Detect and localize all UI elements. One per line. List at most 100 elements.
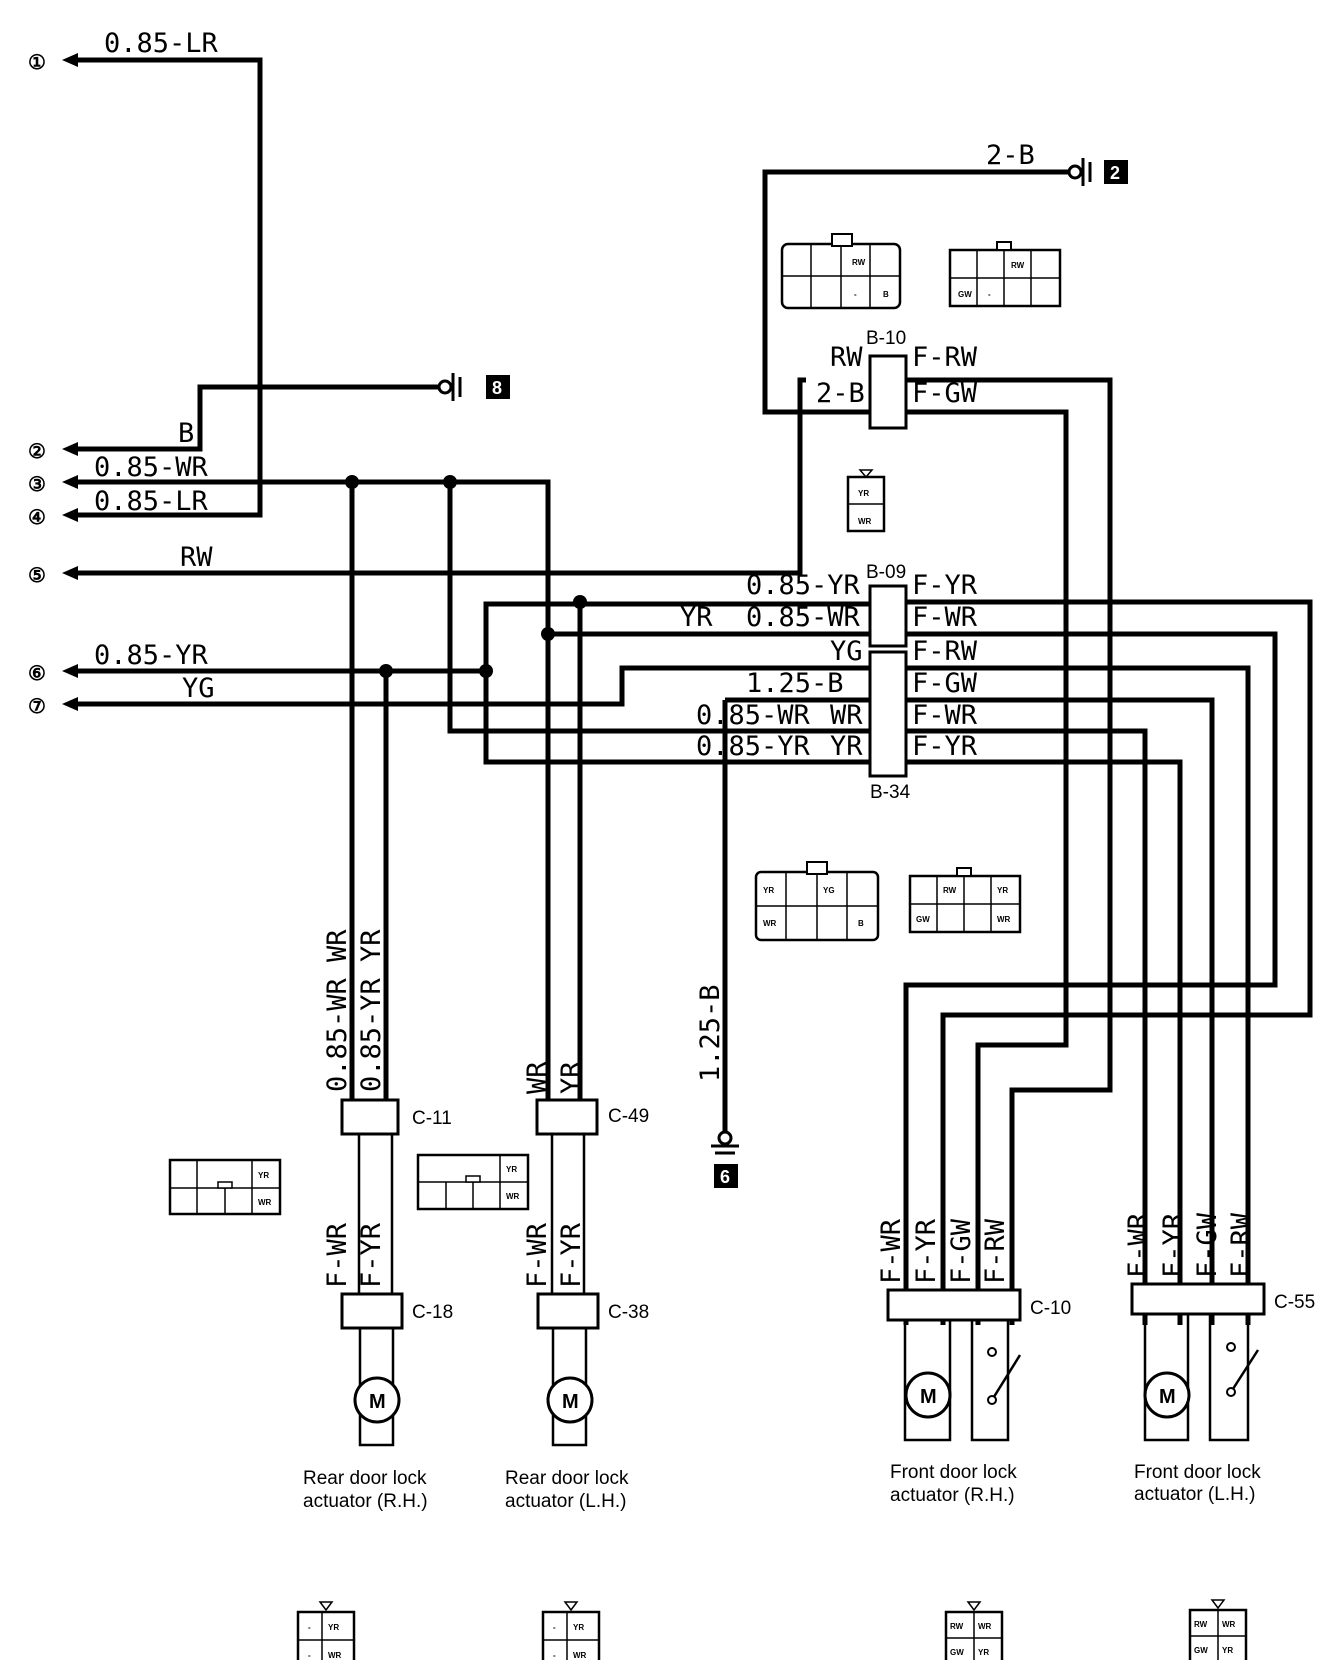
svg-text:-: - xyxy=(553,1651,556,1660)
connector-c11 xyxy=(340,1098,400,1136)
svg-text:RW: RW xyxy=(950,1622,964,1631)
svg-text:Front door lock: Front door lock xyxy=(1134,1462,1261,1483)
svg-text:WR: WR xyxy=(978,1622,992,1631)
svg-text:actuator (R.H.): actuator (R.H.) xyxy=(303,1491,428,1512)
svg-text:YR: YR xyxy=(858,489,869,498)
svg-text:F-YR: F-YR xyxy=(1158,1212,1189,1278)
svg-text:2-B: 2-B xyxy=(986,140,1035,171)
svg-text:WR: WR xyxy=(858,517,872,526)
svg-text:RW: RW xyxy=(830,342,863,373)
motor-letters: M M M M xyxy=(369,1386,1176,1413)
svg-text:RW: RW xyxy=(1194,1620,1208,1629)
svg-text:YR: YR xyxy=(680,602,713,633)
svg-text:-: - xyxy=(308,1651,311,1660)
ground-number-badges: 2 8 6 xyxy=(486,160,1128,1188)
connector-c55 xyxy=(1130,1282,1266,1316)
svg-text:F-RW: F-RW xyxy=(912,636,978,667)
svg-text:YR: YR xyxy=(506,1165,517,1174)
svg-text:M: M xyxy=(920,1386,937,1408)
svg-text:0.85-YR YR: 0.85-YR YR xyxy=(356,929,387,1092)
svg-text:YR: YR xyxy=(328,1623,339,1632)
svg-text:WR: WR xyxy=(328,1651,342,1660)
wire-yg-7 xyxy=(72,665,870,707)
svg-text:F-YR: F-YR xyxy=(912,570,978,601)
svg-text:WR: WR xyxy=(573,1651,587,1660)
connector-c10 xyxy=(886,1288,1022,1322)
pin-labels: RW - B RW GW - YR WR YR YG WR B RW YR GW… xyxy=(258,258,1236,1660)
svg-text:0.85-YR: 0.85-YR xyxy=(94,640,209,671)
svg-text:0.85-LR: 0.85-LR xyxy=(104,28,219,59)
svg-text:Rear door lock: Rear door lock xyxy=(505,1468,629,1489)
motor-symbols xyxy=(353,1371,1191,1424)
svg-text:C-55: C-55 xyxy=(1274,1292,1315,1313)
svg-text:-: - xyxy=(553,1623,556,1632)
svg-text:F-YR: F-YR xyxy=(911,1218,942,1284)
svg-text:0.85-WR: 0.85-WR xyxy=(94,452,209,483)
svg-text:C-11: C-11 xyxy=(412,1108,452,1129)
svg-text:①: ① xyxy=(28,52,46,74)
svg-text:F-YR: F-YR xyxy=(912,731,978,762)
svg-text:C-10: C-10 xyxy=(1030,1298,1071,1319)
svg-text:B: B xyxy=(858,919,864,928)
vertical-wire-labels: 0.85-WR WR 0.85-YR YR WR YR 1.25-B F-WR … xyxy=(322,929,1257,1288)
svg-text:⑤: ⑤ xyxy=(28,565,46,587)
svg-text:GW: GW xyxy=(1194,1646,1208,1655)
front-actuator-bodies xyxy=(903,1314,1260,1442)
svg-text:-: - xyxy=(854,290,857,299)
svg-text:WR: WR xyxy=(506,1192,520,1201)
wire-rw-5 xyxy=(72,377,806,576)
svg-text:0.85-YR: 0.85-YR xyxy=(746,570,861,601)
svg-text:actuator (L.H.): actuator (L.H.) xyxy=(505,1491,626,1512)
top-ground-wire xyxy=(762,158,1092,415)
connector-b10 xyxy=(868,354,908,430)
svg-text:M: M xyxy=(369,1391,386,1413)
svg-text:YG: YG xyxy=(182,673,215,704)
svg-text:GW: GW xyxy=(916,915,930,924)
wire-b xyxy=(72,384,438,452)
svg-text:WR: WR xyxy=(830,700,863,731)
svg-text:RW: RW xyxy=(1011,261,1025,270)
svg-text:⑥: ⑥ xyxy=(28,663,46,685)
svg-text:0.85-WR WR: 0.85-WR WR xyxy=(322,929,353,1092)
svg-text:F-RW: F-RW xyxy=(980,1218,1011,1284)
svg-text:WR: WR xyxy=(1222,1620,1236,1629)
svg-text:F-WR: F-WR xyxy=(912,602,978,633)
connector-c49 xyxy=(535,1098,599,1136)
svg-text:B-10: B-10 xyxy=(866,328,906,349)
svg-text:1.25-B: 1.25-B xyxy=(746,668,844,699)
wire-wr-3 xyxy=(72,479,551,1105)
svg-text:Front door lock: Front door lock xyxy=(890,1462,1017,1483)
svg-text:RW: RW xyxy=(852,258,866,267)
svg-text:F-YR: F-YR xyxy=(356,1222,387,1288)
svg-text:0.85-WR: 0.85-WR xyxy=(746,602,861,633)
svg-text:0.85-LR: 0.85-LR xyxy=(94,486,209,517)
svg-text:F-GW: F-GW xyxy=(946,1218,977,1284)
svg-text:YG: YG xyxy=(830,636,863,667)
connector-c18 xyxy=(340,1292,404,1330)
svg-text:GW: GW xyxy=(958,290,972,299)
internal-wires xyxy=(349,482,870,1140)
svg-text:Rear door lock: Rear door lock xyxy=(303,1468,427,1489)
svg-text:YR: YR xyxy=(258,1171,269,1180)
svg-text:GW: GW xyxy=(950,1648,964,1657)
svg-text:1.25-B: 1.25-B xyxy=(695,984,726,1082)
svg-text:F-WR: F-WR xyxy=(322,1222,353,1288)
svg-text:F-RW: F-RW xyxy=(1226,1212,1257,1278)
actuator-captions: Rear door lock actuator (R.H.) Rear door… xyxy=(303,1462,1261,1512)
svg-text:M: M xyxy=(562,1391,579,1413)
svg-text:B-34: B-34 xyxy=(870,782,911,803)
svg-text:C-18: C-18 xyxy=(412,1302,453,1323)
svg-text:0.85-YR: 0.85-YR xyxy=(696,731,811,762)
svg-text:WR: WR xyxy=(258,1198,272,1207)
connector-b34 xyxy=(868,650,908,778)
svg-text:actuator (R.H.): actuator (R.H.) xyxy=(890,1485,1015,1506)
svg-text:F-WR: F-WR xyxy=(876,1218,907,1284)
svg-text:F-GW: F-GW xyxy=(912,378,978,409)
svg-text:C-49: C-49 xyxy=(608,1106,649,1127)
connector-face-icons xyxy=(168,233,1248,1660)
svg-text:YR: YR xyxy=(1222,1646,1233,1655)
svg-text:F-GW: F-GW xyxy=(912,668,978,699)
svg-text:M: M xyxy=(1159,1386,1176,1408)
svg-text:6: 6 xyxy=(720,1167,730,1187)
junction-dots xyxy=(345,475,587,678)
